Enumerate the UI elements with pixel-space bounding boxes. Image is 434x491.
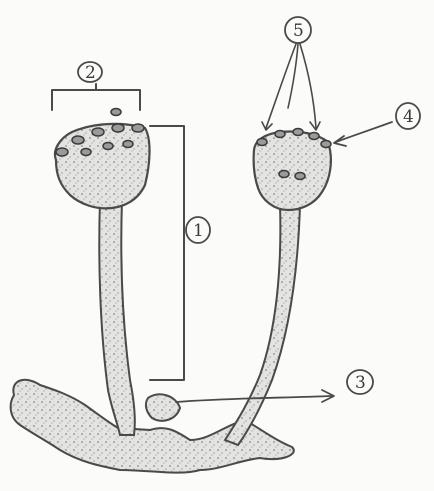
label-one: 1 xyxy=(193,221,204,241)
label-four: 4 xyxy=(403,107,414,127)
bracket-one xyxy=(150,126,184,380)
bracket-two xyxy=(52,84,140,110)
label-three: 3 xyxy=(355,373,366,393)
left-stalk xyxy=(99,200,135,435)
callout-three: 3 xyxy=(347,370,373,394)
callout-five: 5 xyxy=(285,17,311,43)
base-lobe xyxy=(146,394,180,420)
right-stalk xyxy=(225,205,300,445)
callout-two: 2 xyxy=(78,62,102,83)
label-five: 5 xyxy=(293,21,304,41)
left-sporangium xyxy=(55,124,150,208)
callout-one: 1 xyxy=(186,217,210,243)
arrow-four xyxy=(334,122,392,146)
lines-five xyxy=(262,44,320,130)
callout-four: 4 xyxy=(396,103,420,129)
label-two: 2 xyxy=(85,63,96,83)
